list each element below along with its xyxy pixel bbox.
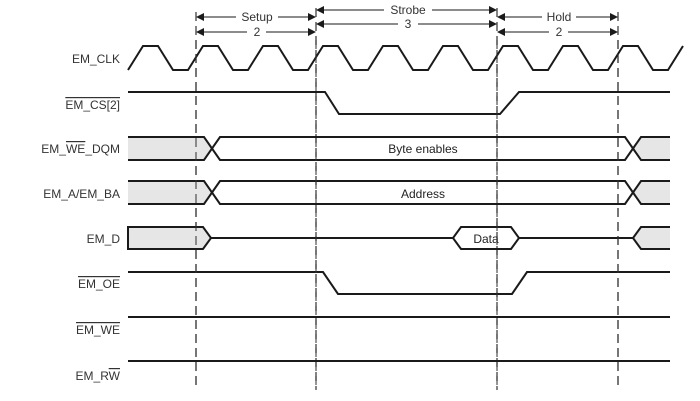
label-em-oe: EM_OE xyxy=(78,277,120,291)
waveform-em-a-em-ba: Address xyxy=(128,180,670,205)
signal-label-part: EM_CLK xyxy=(72,52,120,66)
bus-invalid-left xyxy=(128,137,212,160)
bus-invalid-left xyxy=(128,181,212,204)
waveform-em-d: Data xyxy=(127,226,670,250)
phase-strobe-label: Strobe xyxy=(390,3,426,17)
label-em-d: EM_D xyxy=(87,232,121,246)
signal-label-part: EM_WE xyxy=(76,323,120,337)
signal-label-part: EM_CS[2] xyxy=(65,98,120,112)
waveform-em-clk xyxy=(127,45,684,71)
signal-label-part: WE xyxy=(66,142,85,156)
bus-label-data: Data xyxy=(473,232,499,246)
bus-invalid-right xyxy=(633,181,670,204)
bus-invalid-right xyxy=(633,137,670,160)
phase-hold-cycles: 2 xyxy=(556,25,563,39)
phase-setup-label: Setup xyxy=(241,10,273,24)
waveform-em-oe xyxy=(128,271,670,295)
phase-strobe: Strobe 3 xyxy=(316,3,497,31)
signal-label-part: EM_R xyxy=(76,369,110,383)
label-em-rw: EM_RW xyxy=(76,369,121,383)
signal-label-part: EM_A/EM_BA xyxy=(43,187,120,201)
waveform-em-we-dqm: Byte enables xyxy=(128,136,670,161)
phase-setup: Setup 2 xyxy=(196,10,316,39)
phase-hold: Hold 2 xyxy=(497,10,618,39)
signal-label-part: EM_OE xyxy=(78,277,120,291)
signal-labels: EM_CLK EM_CS[2] EM_WE_DQM EM_A/EM_BA EM_… xyxy=(41,52,120,383)
label-em-we: EM_WE xyxy=(76,323,120,337)
label-em-cs2: EM_CS[2] xyxy=(65,98,120,112)
phase-hold-label: Hold xyxy=(547,10,572,24)
bus-label-byte-enables: Byte enables xyxy=(388,142,457,156)
reference-lines-overlay xyxy=(195,40,619,390)
signal-label-part: EM_D xyxy=(87,232,121,246)
label-em-a-em-ba: EM_A/EM_BA xyxy=(43,187,120,201)
label-em-clk: EM_CLK xyxy=(72,52,120,66)
waveform-em-cs2 xyxy=(128,91,670,115)
phase-setup-cycles: 2 xyxy=(254,25,261,39)
signal-label-part: _DQM xyxy=(84,142,120,156)
phase-strobe-cycles: 3 xyxy=(405,17,412,31)
signal-label-part: EM_ xyxy=(41,142,66,156)
signal-label-part: W xyxy=(109,369,121,383)
phase-annotations: Setup 2 Strobe 3 Hold 2 xyxy=(196,3,618,39)
bus-invalid-left xyxy=(127,226,213,250)
label-em-we-dqm: EM_WE_DQM xyxy=(41,142,120,156)
bus-invalid-right xyxy=(631,226,670,250)
bus-label-address: Address xyxy=(401,187,445,201)
